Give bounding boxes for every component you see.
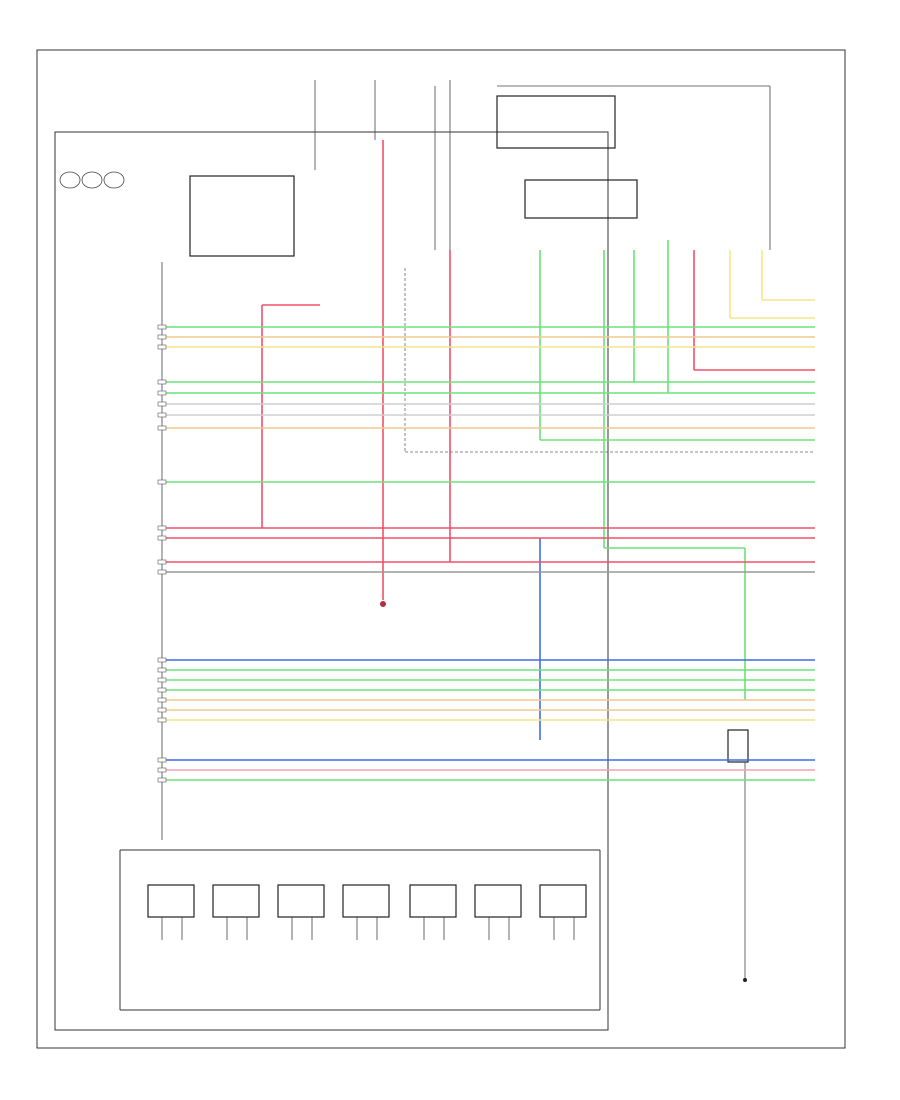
connector-pin-12 (157, 559, 167, 565)
module-box-7 (539, 884, 587, 918)
connector-pin-9 (157, 479, 167, 485)
sensor-component (727, 729, 749, 763)
ground-point (743, 978, 747, 982)
connector-pin-11 (157, 535, 167, 541)
connector-pin-3 (157, 344, 167, 350)
module-box-2 (212, 884, 260, 918)
ground-symbol (380, 601, 386, 607)
connector-pin-7 (157, 412, 167, 418)
module-row (147, 884, 587, 940)
module-box-4 (342, 884, 390, 918)
wire-rows (157, 324, 815, 783)
connector-pin-18 (157, 697, 167, 703)
connector-pin-15 (157, 667, 167, 673)
module-box-3 (277, 884, 325, 918)
module-frame (54, 131, 609, 1031)
module-box-1 (147, 884, 195, 918)
connector-pin-17 (157, 687, 167, 693)
connector-pin-16 (157, 677, 167, 683)
relay-box-lower (524, 179, 638, 219)
connector-pin-20 (157, 717, 167, 723)
connector-pin-6 (157, 401, 167, 407)
power-feed-box (189, 175, 295, 257)
connector-pin-1 (157, 324, 167, 330)
connector-pin-8 (157, 425, 167, 431)
connector-icon (59, 171, 125, 189)
connector-pin-4 (157, 379, 167, 385)
module-box-6 (474, 884, 522, 918)
relay-box-upper (496, 95, 616, 149)
connector-pin-19 (157, 707, 167, 713)
connector-pin-14 (157, 657, 167, 663)
connector-pin-2 (157, 334, 167, 340)
connector-pin-22 (157, 767, 167, 773)
module-box-5 (409, 884, 457, 918)
connector-pin-21 (157, 757, 167, 763)
connector-pin-5 (157, 390, 167, 396)
connector-pin-10 (157, 525, 167, 531)
outer-frame (36, 49, 846, 1049)
connector-pin-13 (157, 569, 167, 575)
connector-pin-23 (157, 777, 167, 783)
